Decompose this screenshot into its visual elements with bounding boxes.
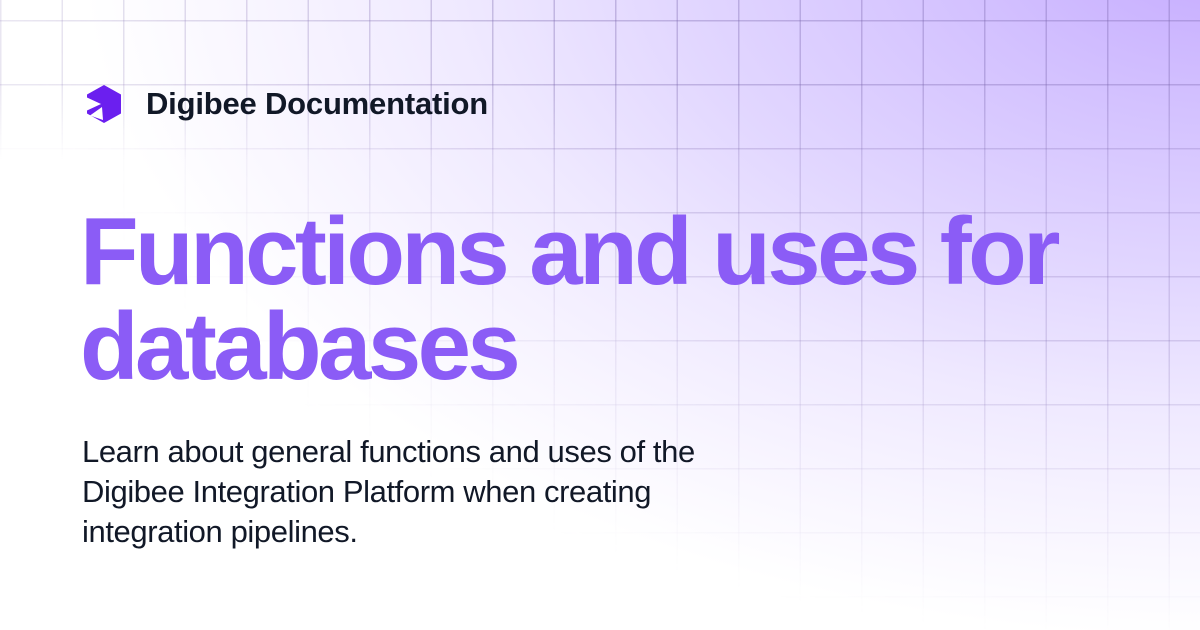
page-description-line-2: Digibee Integration Platform when creati… <box>82 474 652 509</box>
brand-name: Digibee Documentation <box>146 86 488 121</box>
page-description-line-1: Learn about general functions and uses o… <box>82 434 695 469</box>
digibee-logo-icon <box>87 85 121 123</box>
page-description-line-3: integration pipelines. <box>82 514 358 549</box>
page-title: Functions and uses for databases <box>80 198 1080 400</box>
brand-header: Digibee Documentation <box>86 84 488 124</box>
background-grid-top <box>0 0 1200 160</box>
page-description: Learn about general functions and uses o… <box>82 432 842 552</box>
page-title-line-1: Functions and uses for <box>80 198 1061 305</box>
page-title-line-2: databases <box>80 293 521 400</box>
